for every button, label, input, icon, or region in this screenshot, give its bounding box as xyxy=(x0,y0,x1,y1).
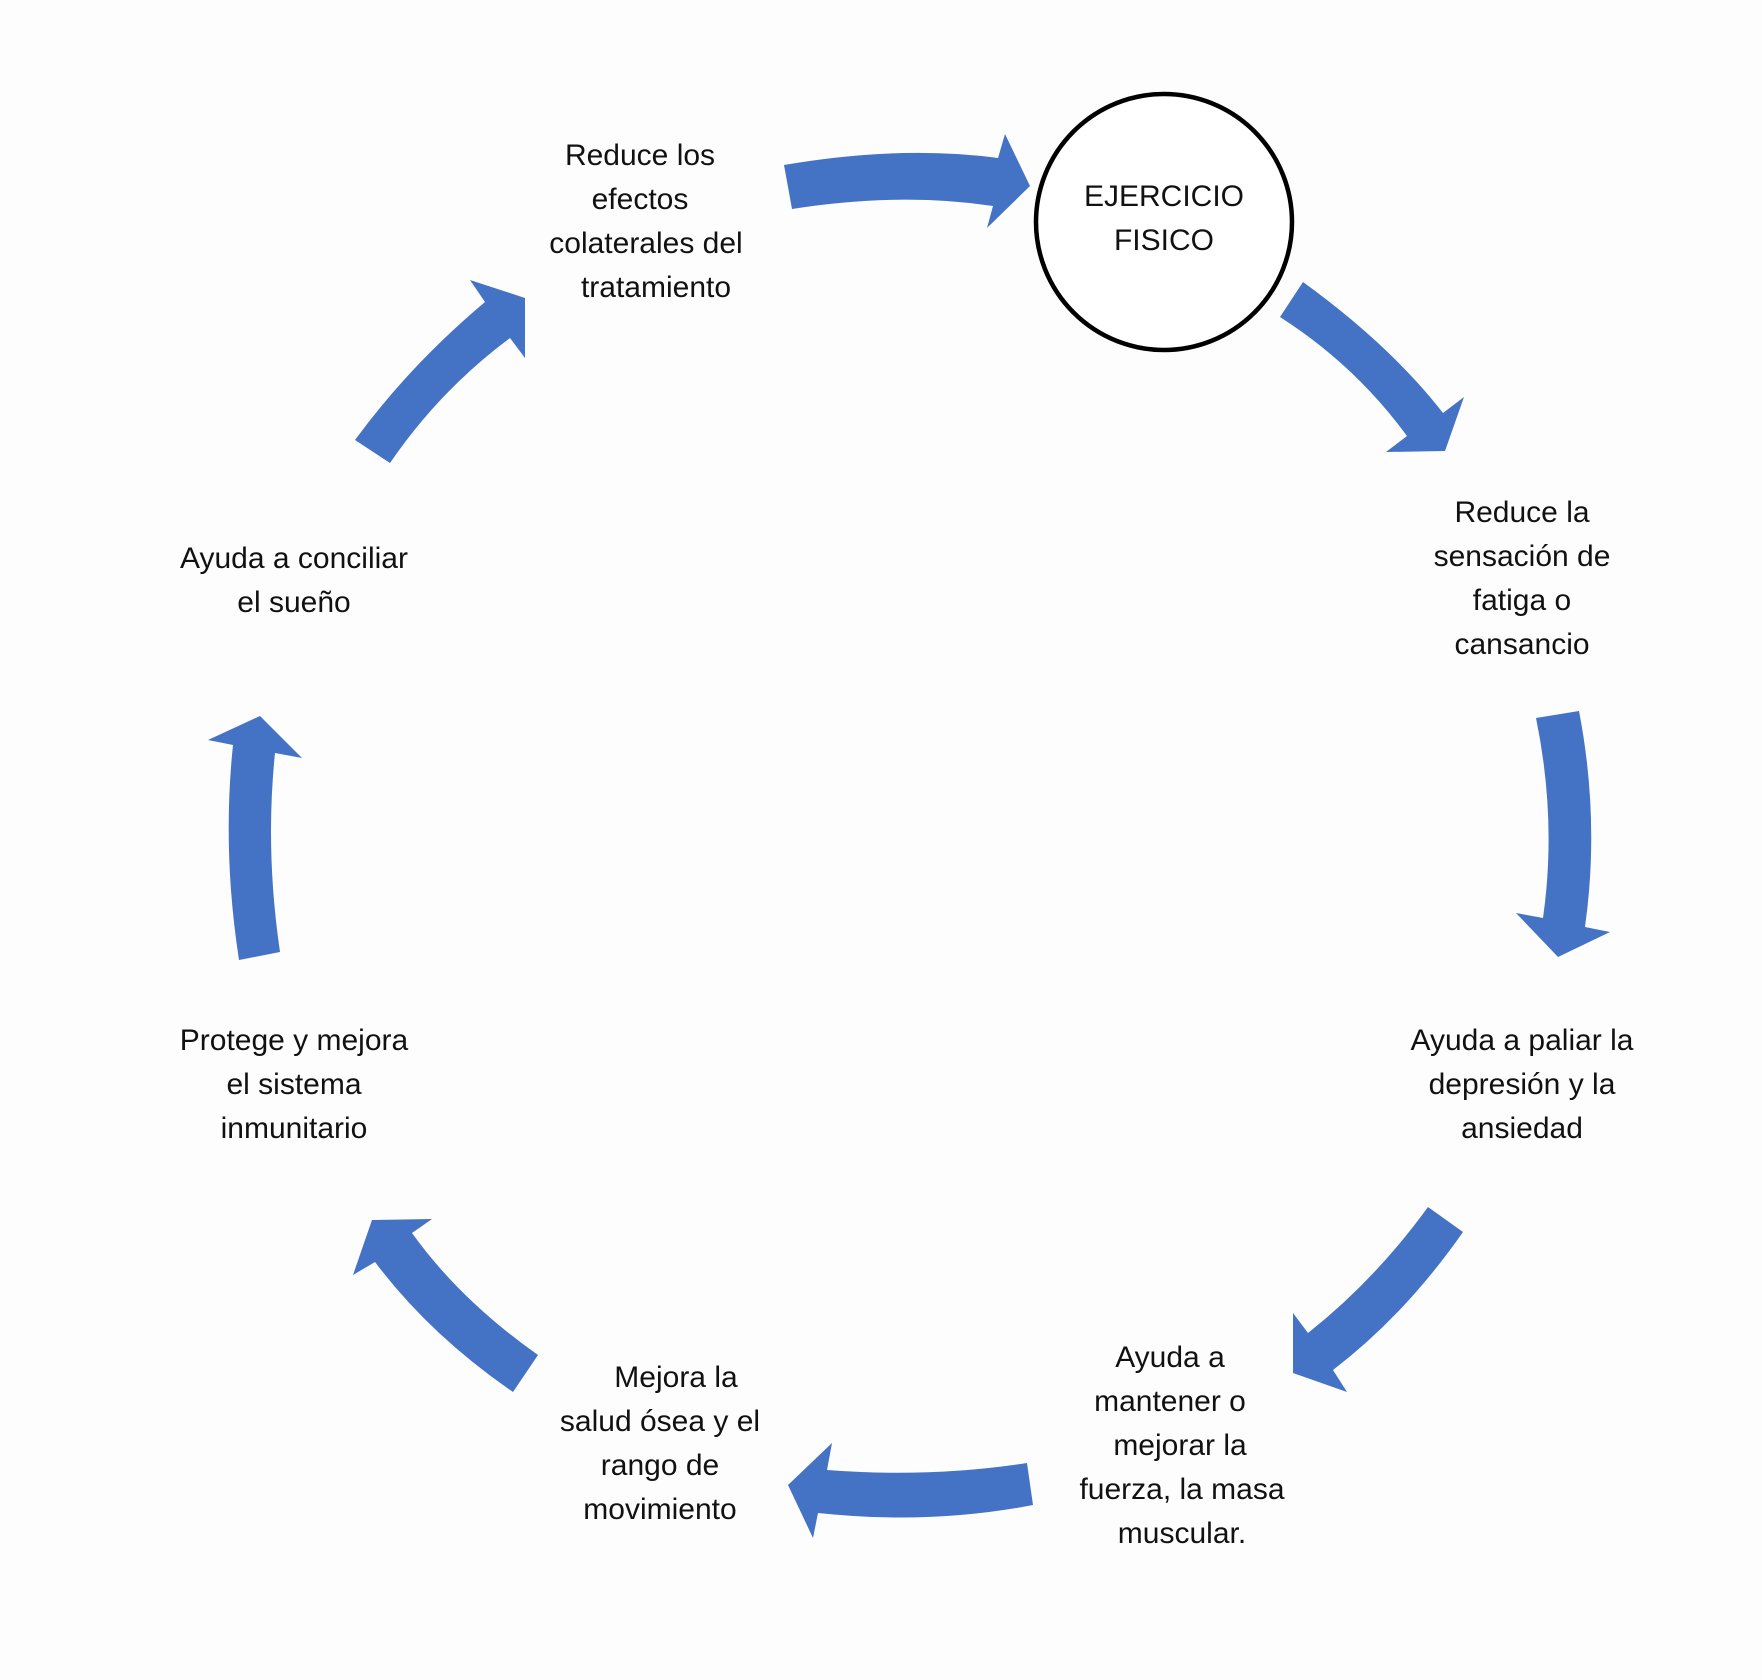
step-label-line: el sueño xyxy=(237,586,350,619)
step-label-sueno: Ayuda a conciliar el sueño xyxy=(180,542,408,619)
step-label-fatiga: Reduce la sensación de fatiga o cansancio xyxy=(1434,496,1611,661)
center-node: EJERCICIO FISICO xyxy=(1033,91,1295,353)
curved-arrow-down-right-icon xyxy=(1280,282,1464,452)
curved-arrow-right-icon xyxy=(784,134,1030,228)
step-label-line: cansancio xyxy=(1454,628,1589,661)
curved-arrow-up-left-icon xyxy=(353,1219,538,1392)
step-label-depresion: Ayuda a paliar la depresión y la ansiedad xyxy=(1411,1024,1634,1145)
step-label-line: mantener o xyxy=(1094,1385,1246,1418)
step-label-line: rango de xyxy=(601,1449,719,1482)
step-label-line: Protege y mejora xyxy=(180,1024,409,1057)
step-label-line: efectos xyxy=(592,183,689,216)
curved-arrow-down-left-icon xyxy=(1293,1207,1463,1392)
step-label-line: colaterales del xyxy=(549,227,742,260)
center-node-line: EJERCICIO xyxy=(1084,180,1244,213)
step-label-line: fuerza, la masa xyxy=(1079,1473,1284,1506)
step-label-line: ansiedad xyxy=(1461,1112,1583,1145)
step-label-line: movimiento xyxy=(583,1493,736,1526)
step-label-line: fatiga o xyxy=(1473,584,1571,617)
step-label-line: Ayuda a paliar la xyxy=(1411,1024,1634,1057)
step-label-line: depresión y la xyxy=(1429,1068,1616,1101)
center-node-circle xyxy=(1033,91,1295,353)
curved-arrow-left-icon xyxy=(788,1443,1033,1538)
arrows-layer xyxy=(208,134,1610,1538)
step-label-line: Ayuda a xyxy=(1115,1341,1225,1374)
step-label-line: salud ósea y el xyxy=(560,1405,760,1438)
center-node-line: FISICO xyxy=(1114,224,1214,257)
step-label-line: Reduce los xyxy=(565,139,715,172)
step-label-line: Ayuda a conciliar xyxy=(180,542,408,575)
curved-arrow-down-icon xyxy=(1516,711,1610,957)
step-label-line: Mejora la xyxy=(614,1361,738,1394)
step-label-line: tratamiento xyxy=(581,271,731,304)
step-label-line: el sistema xyxy=(226,1068,361,1101)
step-label-line: Reduce la xyxy=(1454,496,1589,529)
step-label-line: sensación de xyxy=(1434,540,1611,573)
step-label-line: muscular. xyxy=(1118,1517,1246,1550)
curved-arrow-up-right-icon xyxy=(355,280,525,463)
step-label-fuerza: Ayuda a mantener o mejorar la fuerza, la ma… xyxy=(1079,1341,1284,1550)
step-label-inmunitario: Protege y mejora el sistema inmunitario xyxy=(180,1024,409,1145)
step-label-tratamiento: Reduce los efectos colaterales del tratamie… xyxy=(549,139,742,304)
step-label-line: inmunitario xyxy=(221,1112,368,1145)
step-label-osea: Mejora la salud ósea y el rango de movimien… xyxy=(560,1361,760,1526)
step-label-line: mejorar la xyxy=(1113,1429,1247,1462)
curved-arrow-up-icon xyxy=(208,716,302,960)
